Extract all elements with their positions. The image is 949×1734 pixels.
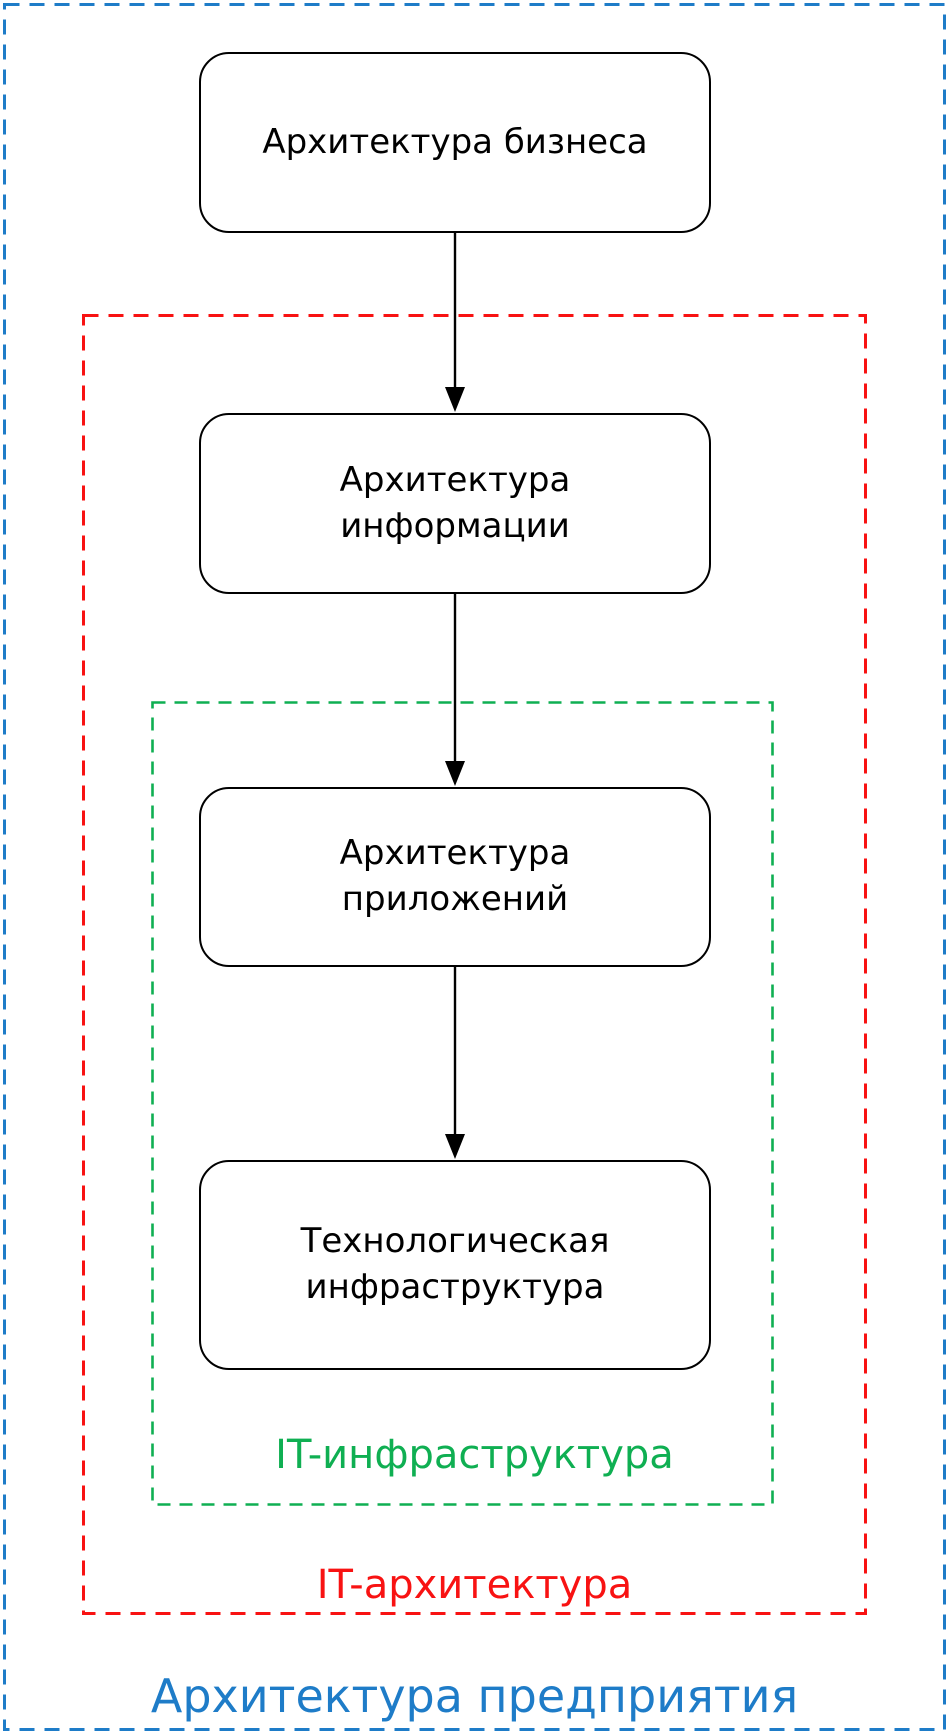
it-infrastructure-region-border bbox=[151, 701, 774, 1506]
it-architecture-region-label: IT-архитектура bbox=[316, 1562, 633, 1608]
node-technology-infrastructure: Технологическая инфраструктура bbox=[199, 1160, 711, 1370]
enterprise-architecture-region-border bbox=[3, 3, 946, 1731]
node-business-architecture-label: Архитектура бизнеса bbox=[262, 121, 648, 162]
node-information-architecture-label: Архитектура информации bbox=[339, 459, 571, 546]
node-application-architecture: Архитектура приложений bbox=[199, 787, 711, 967]
node-application-architecture-label: Архитектура приложений bbox=[339, 833, 571, 919]
node-technology-infrastructure-label: Технологическая инфраструктура bbox=[300, 1221, 610, 1307]
enterprise-architecture-region-label: Архитектура предприятия bbox=[150, 1669, 799, 1723]
node-information-architecture: Архитектура информации bbox=[199, 413, 711, 594]
it-architecture-region-border bbox=[82, 314, 867, 1615]
arrowhead-down-icon-2 bbox=[445, 761, 465, 786]
arrowhead-down-icon-1 bbox=[445, 387, 465, 412]
arrowhead-down-icon-3 bbox=[445, 1134, 465, 1159]
it-infrastructure-region-label: IT-инфраструктура bbox=[275, 1432, 674, 1478]
node-business-architecture: Архитектура бизнеса bbox=[199, 52, 711, 233]
